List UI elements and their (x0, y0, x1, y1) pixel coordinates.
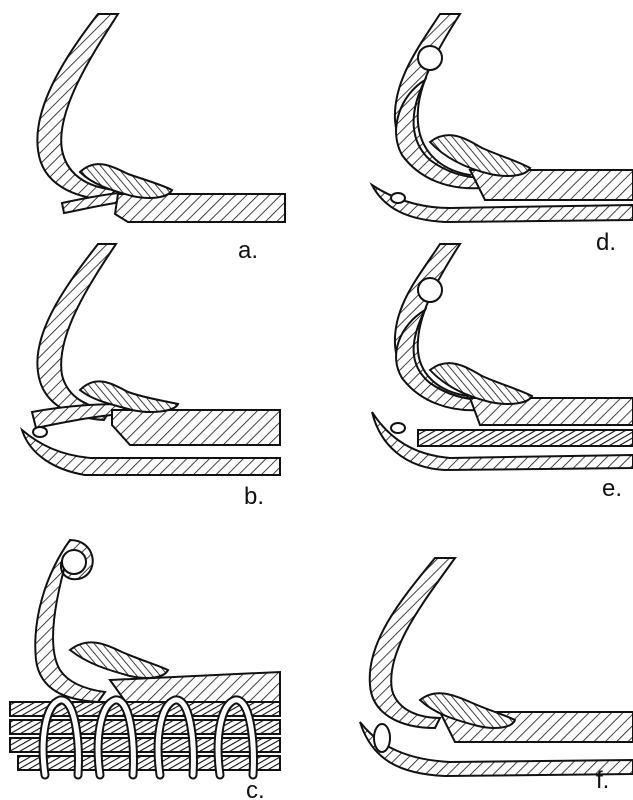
tie-knot (374, 724, 390, 752)
panel-b: b. (22, 244, 280, 510)
dark-core-strip (418, 430, 633, 446)
coil-layer-3 (10, 738, 280, 752)
panel-label-a: a. (238, 237, 258, 264)
rope-binding (70, 642, 168, 678)
base-strip-upper (112, 410, 280, 445)
panel-label-b: b. (244, 483, 264, 510)
panel-d: d. (372, 14, 633, 256)
panel-label-e: e. (602, 475, 622, 502)
panel-label-c: c. (246, 777, 265, 800)
panel-c: c. (10, 540, 280, 800)
panel-label-d: d. (596, 229, 616, 256)
panel-f: f. (360, 558, 633, 794)
tie-knot (391, 423, 405, 433)
tie-knot (391, 193, 405, 203)
panel-a: a. (37, 14, 285, 264)
rod-curl (418, 278, 442, 302)
coil-layer-2 (10, 720, 280, 734)
rod-curl (62, 550, 86, 574)
tie-knot (33, 427, 47, 437)
panel-e: e. (372, 244, 633, 502)
panel-label-f: f. (596, 767, 609, 794)
coil-layer-4 (18, 756, 280, 770)
rod-curl (418, 46, 442, 70)
